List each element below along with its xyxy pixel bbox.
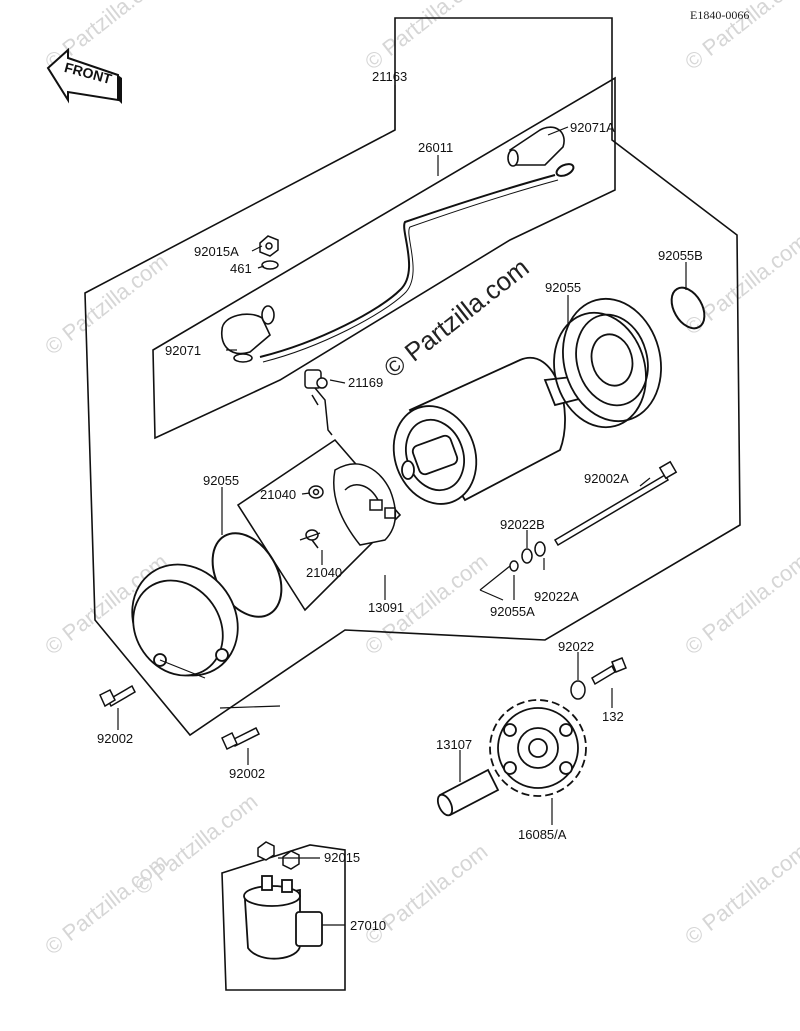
- diagram-code: E1840-0066: [690, 8, 750, 22]
- rubber-boot-bottom: [221, 305, 275, 363]
- part-label-92055-top: 92055: [545, 280, 582, 295]
- starter-motor-body: [392, 357, 597, 505]
- rubber-boot-top: [507, 126, 565, 167]
- part-label-21163: 21163: [372, 69, 408, 84]
- bolt-92002-a: [99, 684, 136, 708]
- long-bolt-92002A: [553, 460, 678, 547]
- part-label-461: 461: [230, 261, 252, 276]
- part-label-92002-a: 92002: [97, 731, 134, 746]
- o-ring-92055B: [670, 286, 706, 330]
- brush-box-outline: [236, 438, 402, 612]
- part-label-92022B: 92022B: [500, 517, 545, 532]
- part-label-21040-a: 21040: [260, 487, 297, 502]
- part-label-92071A: 92071A: [570, 120, 615, 135]
- washer-92022: [570, 680, 586, 700]
- part-label-132: 132: [602, 709, 624, 724]
- front-cover: [553, 297, 662, 429]
- nut-21040-bottom: [305, 529, 319, 549]
- part-label-92015: 92015: [324, 850, 361, 865]
- relay-box-outline: [221, 844, 346, 991]
- nut-21040-top: [308, 485, 324, 499]
- rear-cover: [131, 563, 239, 677]
- leader-lines: [117, 85, 687, 926]
- nuts-92015: [257, 841, 300, 870]
- part-label-92002A: 92002A: [584, 471, 629, 486]
- part-label-92022A: 92022A: [534, 589, 579, 604]
- part-label-27010: 27010: [350, 918, 387, 933]
- starter-relay-27010: [243, 875, 323, 960]
- part-label-26011: 26011: [418, 140, 454, 155]
- sprocket-16085A: [489, 699, 587, 797]
- brush-plate: [333, 463, 397, 546]
- part-label-92015A: 92015A: [194, 244, 239, 259]
- part-label-21040-b: 21040: [306, 565, 343, 580]
- washers: [509, 541, 546, 572]
- part-label-92071: 92071: [165, 343, 202, 358]
- part-label-13107: 13107: [436, 737, 473, 752]
- part-label-92022: 92022: [558, 639, 595, 654]
- part-label-16085A: 16085/A: [518, 827, 567, 842]
- part-label-92002-b: 92002: [229, 766, 266, 781]
- part-label-13091: 13091: [368, 600, 405, 615]
- starter-cable: [259, 163, 575, 363]
- cable-box-outline: [152, 76, 616, 440]
- nut-92015A: [259, 235, 279, 270]
- part-label-21169: 21169: [348, 375, 384, 390]
- terminal-21169: [304, 369, 333, 436]
- part-label-92055B: 92055B: [658, 248, 703, 263]
- front-arrow-icon: [46, 47, 122, 104]
- part-label-92055-left: 92055: [203, 473, 240, 488]
- bolt-92002-b: [221, 726, 261, 751]
- assembly-outline: [84, 17, 741, 737]
- part-label-92055A: 92055A: [490, 604, 535, 619]
- shaft-13107: [436, 768, 500, 817]
- bolt-132: [591, 657, 627, 686]
